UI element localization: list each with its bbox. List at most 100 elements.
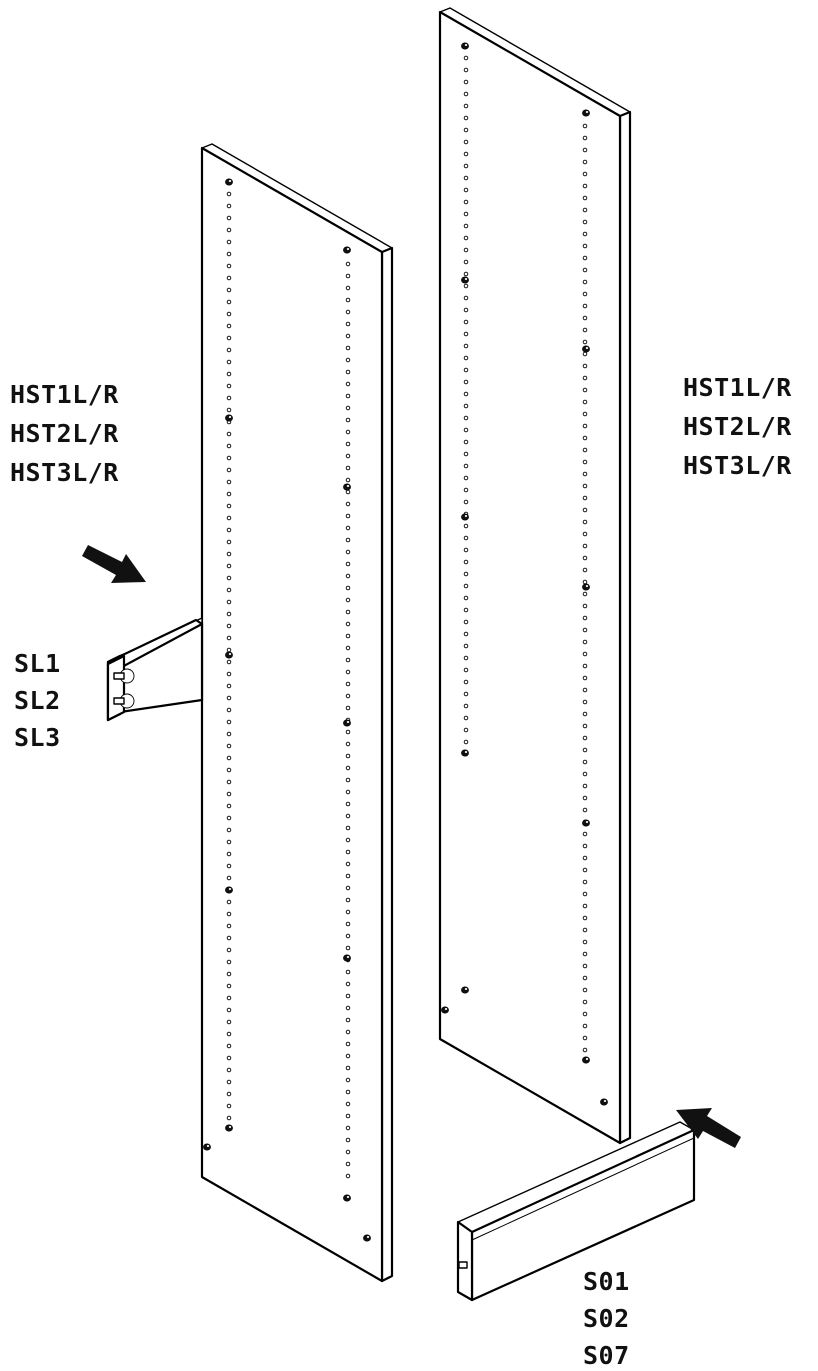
shelf-pin-hole [345,393,351,399]
shelf-pin-hole [463,727,469,733]
shelf-pin-hole [463,607,469,613]
shelf-pin-hole [582,303,588,309]
shelf-pin-hole [463,151,469,157]
shelf-pin-hole [582,411,588,417]
shelf-pin-hole [463,619,469,625]
shelf-pin-hole [226,407,232,413]
shelf-pin-hole [582,831,588,837]
cam-dowel-highlight [444,1008,448,1010]
cam-dowel [461,513,469,521]
cam-dowel-highlight [228,653,232,655]
shelf-pin-hole [582,507,588,513]
left-panel-label-1: HST1L/R [10,380,119,409]
shelf-pin-hole [226,1115,232,1121]
shelf-pin-hole [345,417,351,423]
shelf-pin-hole [226,251,232,257]
cam-dowel [225,414,233,422]
cam-dowel [225,1124,233,1132]
shelf-pin-hole [226,191,232,197]
shelf-pin-hole [226,827,232,833]
shelf-pin-hole [463,583,469,589]
shelf-pin-hole [463,307,469,313]
shelf-pin-hole [582,219,588,225]
shelf-pin-hole [582,291,588,297]
shelf-pin-hole [463,631,469,637]
right-panel-cam-dowels [441,42,608,1106]
shelf-pin-hole [345,561,351,567]
cam-dowel-highlight [228,180,232,182]
right-panel-label-group: HST1L/R HST2L/R HST3L/R [683,373,792,480]
upper-rail-sl [106,617,204,722]
shelf-pin-hole [582,663,588,669]
shelf-pin-hole [226,695,232,701]
shelf-pin-hole [582,147,588,153]
shelf-pin-hole [226,287,232,293]
cam-dowel [343,246,351,254]
shelf-pin-hole [345,1125,351,1131]
shelf-pin-hole [582,987,588,993]
shelf-pin-hole [582,135,588,141]
shelf-pin-hole [226,947,232,953]
shelf-pin-hole [582,171,588,177]
right-panel-label-2: HST2L/R [683,412,792,441]
right-side-panel [438,7,632,1145]
shelf-pin-hole [226,911,232,917]
shelf-pin-hole [582,351,588,357]
cam-dowel [461,42,469,50]
shelf-pin-hole [226,719,232,725]
cam-dowel [582,1056,590,1064]
shelf-pin-hole [582,207,588,213]
shelf-pin-hole [345,813,351,819]
shelf-pin-hole [463,403,469,409]
shelf-pin-hole [463,91,469,97]
shelf-pin-hole [345,465,351,471]
shelf-pin-hole [226,959,232,965]
shelf-pin-hole [582,267,588,273]
shelf-pin-hole [226,899,232,905]
shelf-pin-hole [463,547,469,553]
upper-rail-label-2: SL2 [14,686,61,715]
shelf-pin-hole [582,195,588,201]
shelf-pin-hole [582,339,588,345]
shelf-pin-hole [226,203,232,209]
shelf-pin-hole [463,535,469,541]
shelf-pin-hole [463,451,469,457]
left-panel-label-3: HST3L/R [10,458,119,487]
shelf-pin-hole [345,1065,351,1071]
shelf-pin-hole [345,621,351,627]
shelf-pin-hole [226,983,232,989]
shelf-pin-hole [345,933,351,939]
shelf-pin-hole [463,367,469,373]
shelf-pin-hole [582,555,588,561]
shelf-pin-hole [582,327,588,333]
shelf-pin-hole [582,687,588,693]
shelf-pin-hole [345,789,351,795]
shelf-pin-hole [345,729,351,735]
shelf-pin-hole [582,591,588,597]
shelf-pin-hole [582,447,588,453]
cam-dowel [461,986,469,994]
shelf-pin-hole [582,1047,588,1053]
lower-rail-label-2: S02 [583,1304,630,1333]
shelf-pin-hole [582,747,588,753]
shelf-pin-hole [345,1161,351,1167]
shelf-pin-hole [226,323,232,329]
cam-dowel [343,719,351,727]
cam-dowel-highlight [585,111,589,113]
shelf-pin-hole [463,487,469,493]
cam-dowel-highlight [346,721,350,723]
shelf-pin-hole [463,415,469,421]
shelf-pin-hole [463,175,469,181]
shelf-pin-hole [226,383,232,389]
shelf-pin-hole [345,801,351,807]
shelf-pin-hole [226,995,232,1001]
shelf-pin-hole [345,369,351,375]
cam-dowel [582,345,590,353]
shelf-pin-hole [226,863,232,869]
shelf-pin-hole [345,597,351,603]
shelf-pin-hole [226,635,232,641]
shelf-pin-hole [226,503,232,509]
shelf-pin-hole [226,587,232,593]
shelf-pin-hole [463,331,469,337]
shelf-pin-hole [582,279,588,285]
